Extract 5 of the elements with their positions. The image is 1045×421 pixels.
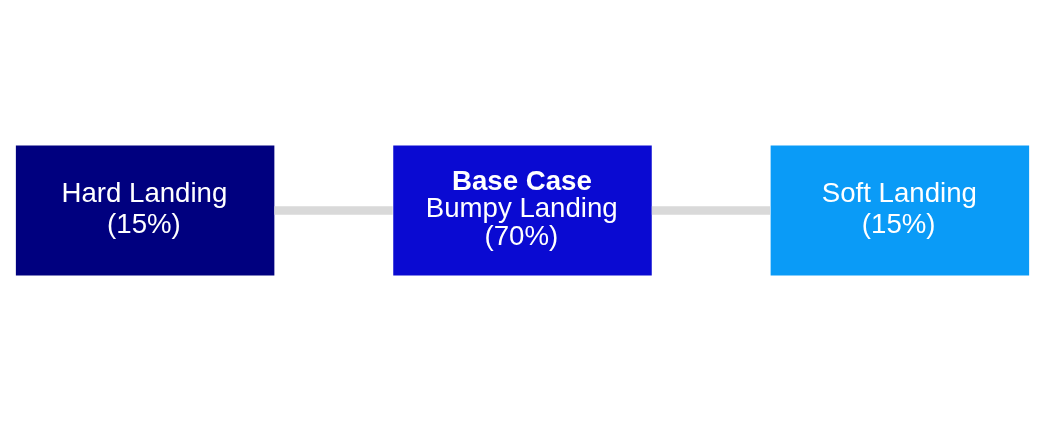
node-box: Base Case Bumpy Landing (70%)	[393, 145, 652, 276]
node-box: Soft Landing (15%)	[770, 145, 1030, 276]
connector	[274, 206, 393, 215]
node-box: Hard Landing (15%)	[15, 145, 275, 276]
connector	[651, 206, 771, 215]
